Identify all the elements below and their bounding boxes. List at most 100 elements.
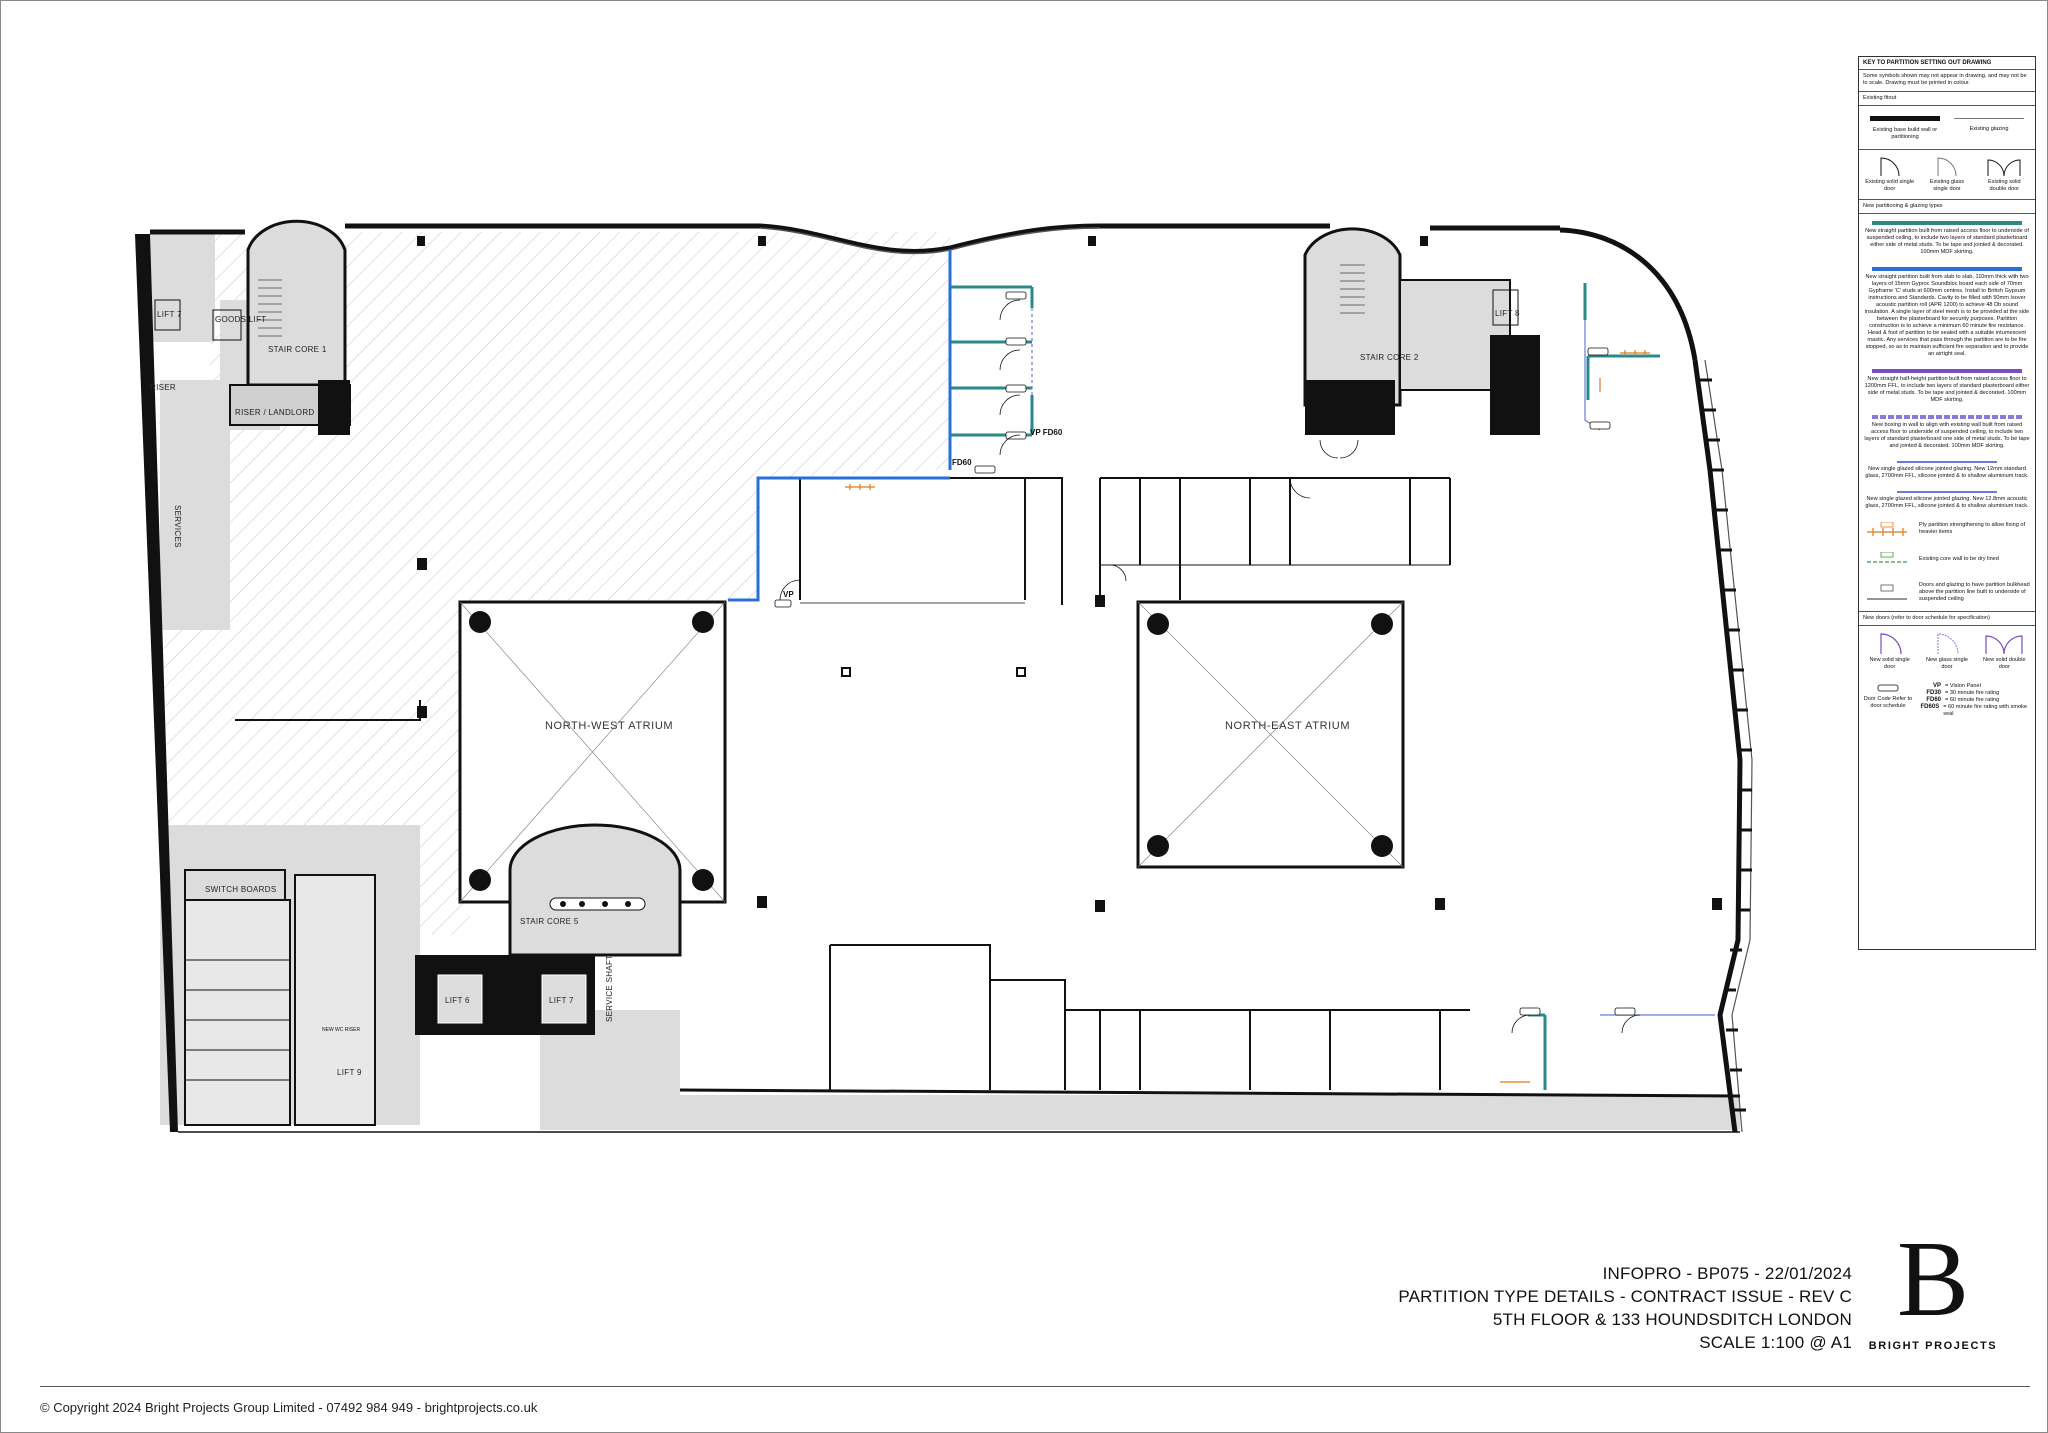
existing-solid-single-door-icon — [1880, 157, 1900, 176]
legend-new-glass-single: New glass single door — [1925, 657, 1968, 670]
north-east-atrium — [1136, 600, 1405, 869]
legend-existing-lines: Existing base build wall or partitioning… — [1859, 106, 2035, 150]
title-project: INFOPRO - BP075 - 22/01/2024 — [1602, 1264, 1852, 1283]
legend-door-codes: Door Code Refer to door schedule VP = Vis… — [1859, 677, 2035, 724]
label-goods-lift: GOODS LIFT — [215, 315, 266, 324]
swatch-lilac — [1872, 415, 2022, 419]
ply-strengthening-icon — [1867, 522, 1907, 536]
label-lift-9: LIFT 9 — [337, 1068, 362, 1077]
legend-existing-wall: Existing base build wall or partitioning — [1872, 127, 1938, 140]
legend-type-teal: New straight partition built from raised… — [1859, 214, 2035, 260]
code-row: FD30 = 30 minute fire rating — [1919, 690, 2031, 697]
legend-existing-solid-double: Existing solid double door — [1987, 179, 2021, 192]
hatched-existing-area — [160, 232, 950, 935]
footer-divider — [40, 1386, 2030, 1387]
room-labels: LIFT 7 GOODS LIFT STAIR CORE 1 RISER RIS… — [150, 309, 1520, 1077]
new-solid-single-door-icon — [1880, 633, 1902, 654]
legend-glaze-1: New single glazed silicone jointed glazi… — [1859, 454, 2035, 484]
legend-type-blue-text: New straight partition built from slab t… — [1864, 274, 2030, 357]
label-lift-7b: LIFT 7 — [549, 996, 574, 1005]
columns — [417, 236, 1722, 912]
swatch-glaze-1 — [1897, 461, 1997, 463]
code-label: FD60S — [1920, 704, 1940, 710]
code-desc: = 60 minute fire rating with smoke seal — [1943, 704, 2027, 717]
code-row: FD60S= 60 minute fire rating with smoke … — [1919, 704, 2031, 718]
code-desc: = Vision Panel — [1945, 683, 1981, 689]
code-label: FD30 — [1926, 690, 1941, 696]
swatch-purple — [1872, 369, 2022, 373]
bright-projects-logo: B BRIGHT PROJECTS — [1868, 1226, 1998, 1362]
legend-type-lilac: New boxing in wall to align with existin… — [1859, 408, 2035, 454]
label-services: SERVICES — [173, 505, 182, 548]
new-solid-double-door-icon — [1985, 635, 2023, 654]
legend-glaze-1-text: New single glazed silicone jointed glazi… — [1865, 466, 2029, 479]
legend-doors-glazing-text: Doors and glazing to have partition bulk… — [1919, 582, 2030, 602]
swatch-blue — [1872, 267, 2022, 271]
legend-title: KEY TO PARTITION SETTING OUT DRAWING — [1859, 57, 2035, 70]
legend-existing-glass-single: Existing glass single door — [1929, 179, 1965, 192]
swatch-glaze-2 — [1897, 491, 1997, 493]
legend-existing-glazing: Existing glazing — [1969, 126, 2009, 132]
stair-core-1 — [154, 219, 351, 435]
title-drawing: PARTITION TYPE DETAILS - CONTRACT ISSUE … — [1398, 1287, 1852, 1306]
facade-mullions — [1700, 378, 1752, 1112]
legend-note: Some symbols shown may not appear in dra… — [1859, 70, 2035, 92]
code-row: VP = Vision Panel — [1919, 683, 2031, 690]
legend-type-lilac-text: New boxing in wall to align with existin… — [1864, 422, 2030, 449]
legend-new-doors: New solid single door New glass single d… — [1859, 626, 2035, 677]
legend-doors-glazing: Doors and glazing to have partition bulk… — [1859, 574, 2035, 612]
legend-existing-solid-single: Existing solid single door — [1865, 179, 1915, 192]
new-glass-single-door-icon — [1937, 633, 1959, 654]
existing-solid-double-door-icon — [1987, 159, 2021, 176]
legend-type-purple-text: New straight half-height partition built… — [1864, 376, 2030, 403]
swatch-existing-wall — [1870, 116, 1940, 121]
legend-new-solid-single: New solid single door — [1869, 657, 1910, 670]
legend-ply-text: Ply partition strengthening to allow fix… — [1919, 522, 2026, 535]
legend-glaze-2: New single glazed silicone jointed glazi… — [1859, 484, 2035, 514]
code-label: VP — [1932, 683, 1941, 689]
label-stair-core-2: STAIR CORE 2 — [1360, 353, 1419, 362]
door-tags: VP FD60 FD60 VP — [783, 428, 1063, 599]
building-walls — [135, 223, 1753, 1133]
label-new-wc-riser: NEW WC RISER — [322, 1027, 360, 1033]
legend-new-heading: New partitioning & glazing types — [1859, 200, 2035, 214]
label-lift-7: LIFT 7 — [157, 310, 182, 319]
existing-glass-single-door-icon — [1937, 157, 1957, 176]
new-partitions-blue — [728, 250, 952, 602]
label-stair-core-5: STAIR CORE 5 — [520, 917, 579, 926]
door-swings — [779, 299, 1641, 1034]
legend-new-doors-heading: New doors (refer to door schedule for sp… — [1859, 612, 2035, 626]
tag-fd60: FD60 — [952, 458, 972, 467]
legend-existing-heading: Existing fitout — [1859, 92, 2035, 106]
title-scale: SCALE 1:100 @ A1 — [1699, 1333, 1852, 1352]
legend-type-blue: New straight partition built from slab t… — [1859, 260, 2035, 362]
code-desc: = 30 minute fire rating — [1945, 690, 2000, 696]
swatch-teal — [1872, 221, 2022, 225]
legend-new-solid-double: New solid double door — [1983, 657, 2026, 670]
legend-panel: KEY TO PARTITION SETTING OUT DRAWING Som… — [1858, 56, 2036, 950]
code-row: FD60= 60 minute fire rating — [1919, 697, 2031, 704]
core-wall-icon — [1867, 552, 1907, 563]
title-block: INFOPRO - BP075 - 22/01/2024 PARTITION T… — [1300, 1262, 1852, 1354]
legend-core-wall-text: Existing core wall to be dry lined — [1919, 555, 1999, 562]
label-switch-boards: SWITCH BOARDS — [205, 885, 276, 894]
label-lift-6: LIFT 6 — [445, 996, 470, 1005]
tag-vp: VP — [783, 590, 794, 599]
legend-door-code-text: Door Code Refer to door schedule — [1863, 696, 1913, 709]
label-riser: RISER — [150, 383, 176, 392]
title-address: 5TH FLOOR & 133 HOUNDSDITCH LONDON — [1492, 1310, 1852, 1329]
logo-mark: B — [1896, 1220, 1970, 1339]
legend-type-teal-text: New straight partition built from raised… — [1865, 228, 2029, 255]
floor-plan: LIFT 7 GOODS LIFT STAIR CORE 1 RISER RIS… — [135, 219, 1753, 1133]
label-stair-core-1: STAIR CORE 1 — [268, 345, 327, 354]
legend-existing-doors: Existing solid single door Existing glas… — [1859, 150, 2035, 200]
label-lift-8: LIFT 8 — [1495, 309, 1520, 318]
door-code-boxes — [774, 291, 1636, 1016]
label-north-west-atrium: NORTH-WEST ATRIUM — [545, 720, 673, 732]
door-code-box-icon — [1877, 684, 1899, 692]
code-label: FD60 — [1926, 697, 1941, 703]
copyright: © Copyright 2024 Bright Projects Group L… — [40, 1400, 538, 1415]
legend-glaze-2-text: New single glazed silicone jointed glazi… — [1865, 496, 2029, 509]
bulkhead-icon — [1867, 584, 1907, 600]
